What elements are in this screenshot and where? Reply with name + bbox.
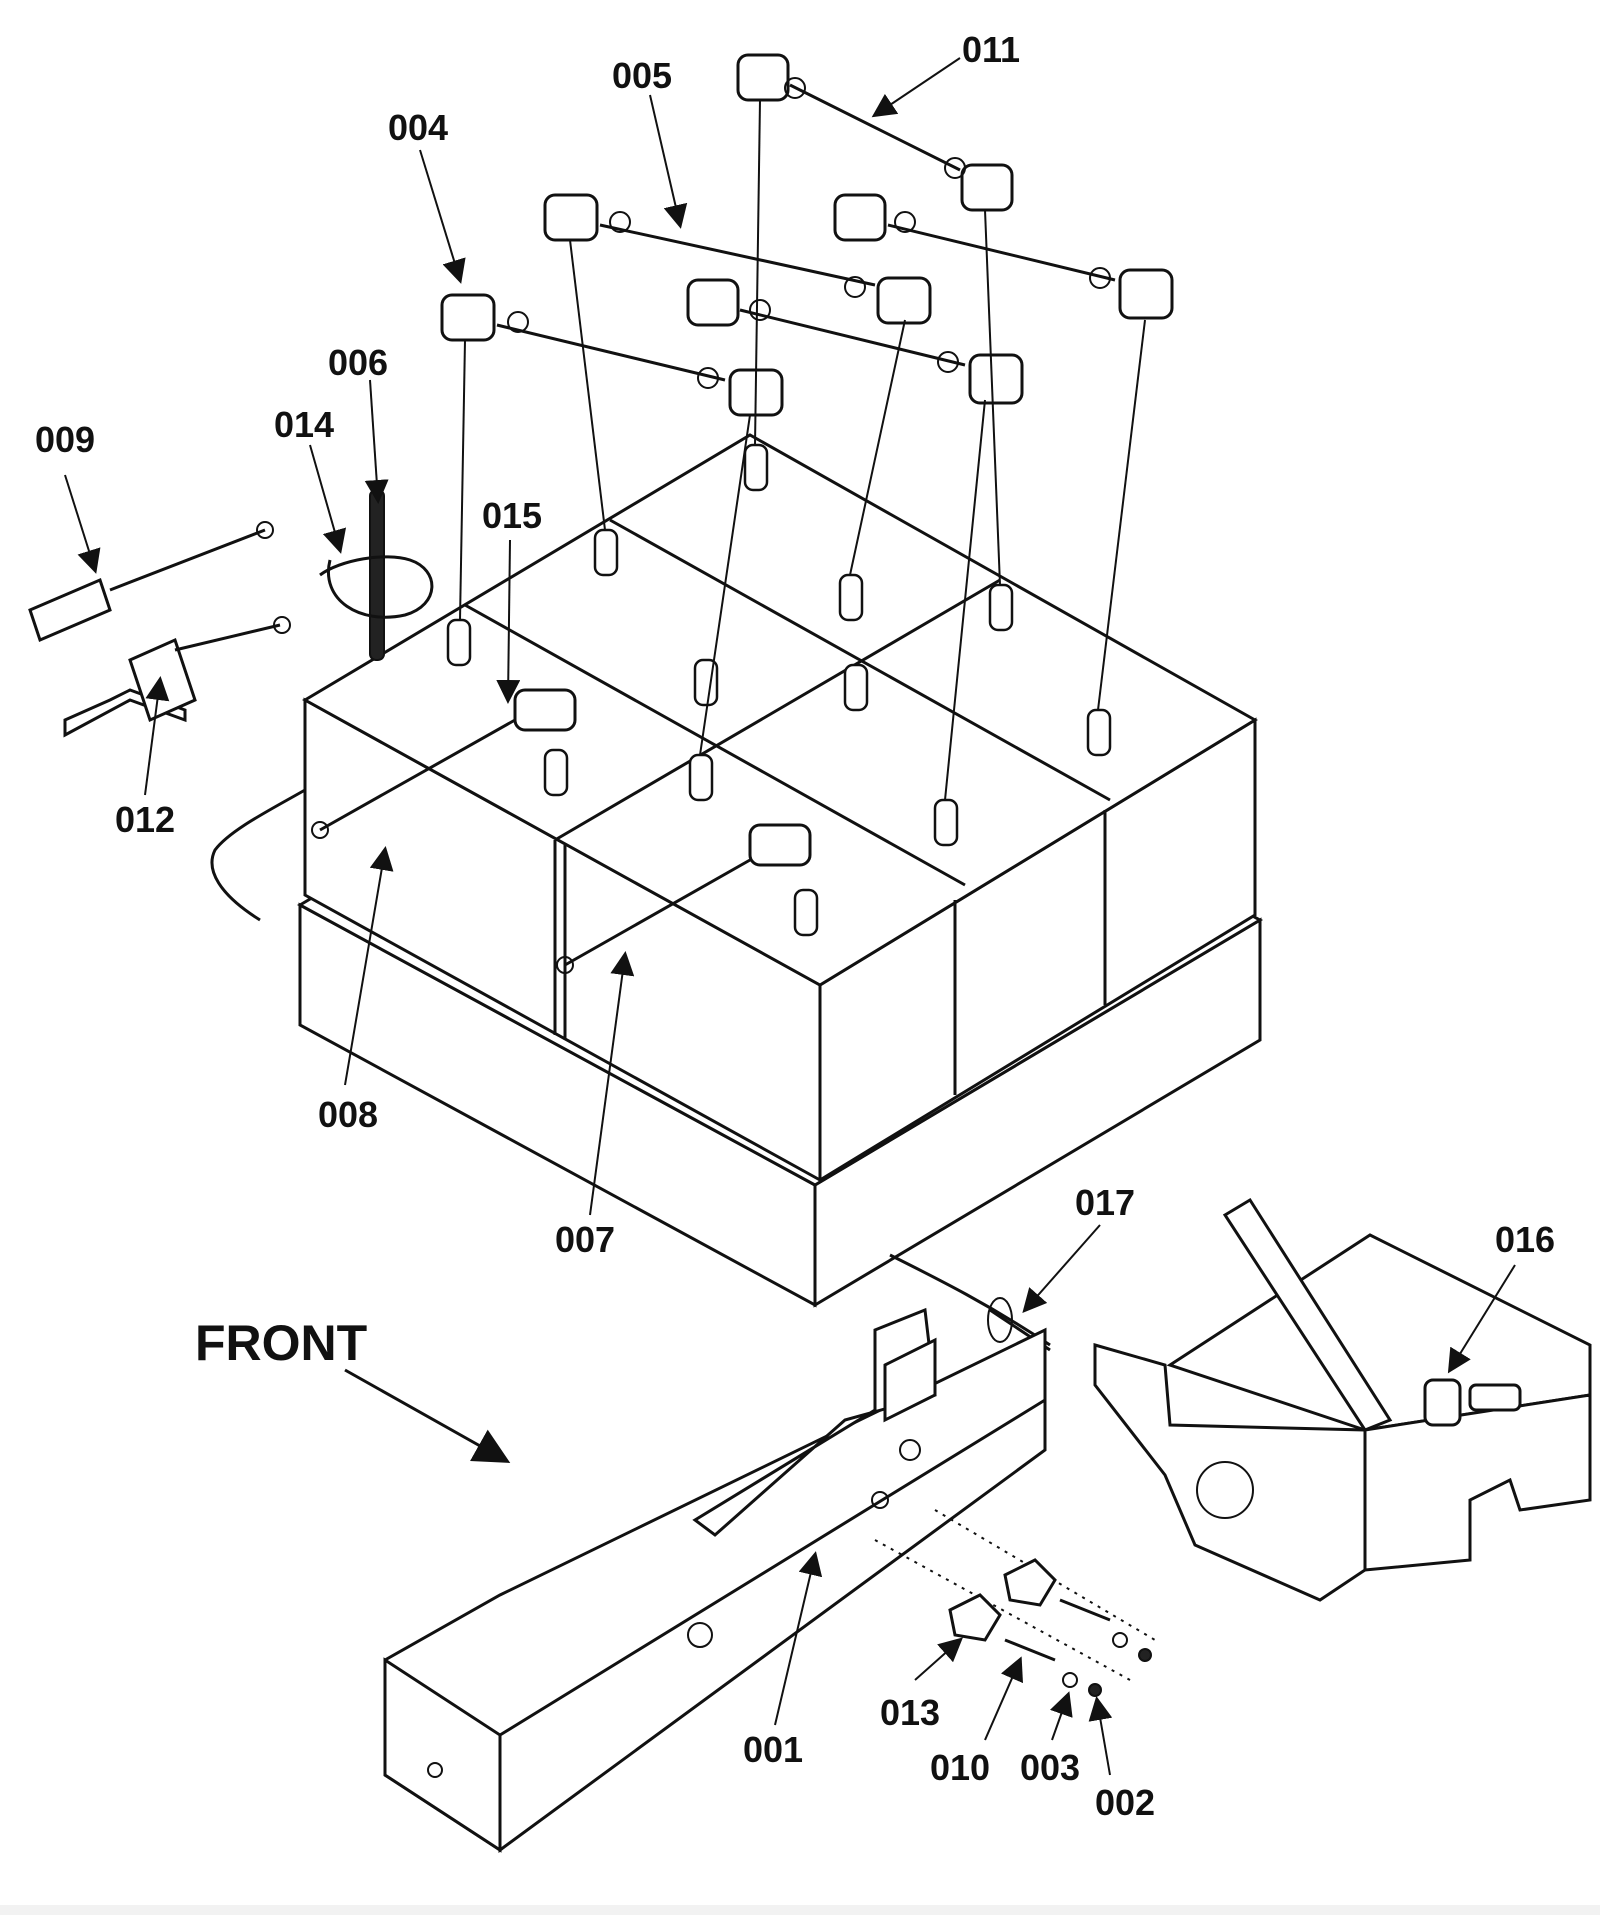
harness-cable-right: [889, 1253, 1051, 1347]
link-upper-right: [833, 193, 1174, 320]
callout-005: 005: [612, 55, 672, 96]
link-middle: [686, 278, 1024, 405]
interconnect-links: [440, 53, 1174, 801]
front-direction-indicator: FRONT: [195, 1315, 511, 1463]
callout-016: 016: [1495, 1219, 1555, 1260]
callout-003: 003: [1020, 1747, 1080, 1788]
part-016-bracket: [1093, 1197, 1592, 1602]
callout-017: 017: [1075, 1182, 1135, 1223]
base-bracket: [383, 1307, 1047, 1853]
cable-008: [311, 688, 577, 839]
link-011: [736, 53, 1014, 212]
callout-009: 009: [35, 419, 95, 460]
cell-seam: [554, 578, 1001, 842]
part-012-bracket: [63, 616, 291, 738]
harness-cable-left: [210, 788, 306, 922]
callout-011: 011: [962, 29, 1020, 70]
callout-004: 004: [388, 107, 448, 148]
assembly-guide-lines: [459, 99, 1146, 801]
callout-006: 006: [328, 342, 388, 383]
cable-007: [556, 823, 812, 974]
link-004: [440, 293, 784, 417]
callout-012: 012: [115, 799, 175, 840]
cell-seam: [609, 518, 1111, 802]
part-009-connector: [28, 521, 274, 643]
bottom-strip: [0, 1905, 1600, 1915]
callout-010: 010: [930, 1747, 990, 1788]
front-label: FRONT: [195, 1315, 367, 1371]
callout-007: 007: [555, 1219, 615, 1260]
hardware-fasteners: [874, 1509, 1156, 1697]
callout-labels: 011 005 004 006 014 009 015 012 008 007 …: [35, 29, 1555, 1823]
callout-015: 015: [482, 495, 542, 536]
part-014-cable-tie: [319, 555, 434, 619]
battery-pack: [210, 433, 1264, 1347]
callout-013: 013: [880, 1692, 940, 1733]
callout-002: 002: [1095, 1782, 1155, 1823]
front-arrow: [344, 1368, 511, 1463]
callout-014: 014: [274, 404, 334, 445]
callout-008: 008: [318, 1094, 378, 1135]
part-006-rod: [369, 489, 385, 661]
link-005: [543, 193, 932, 325]
callout-001: 001: [743, 1729, 803, 1770]
leader-lines: [64, 57, 1516, 1776]
